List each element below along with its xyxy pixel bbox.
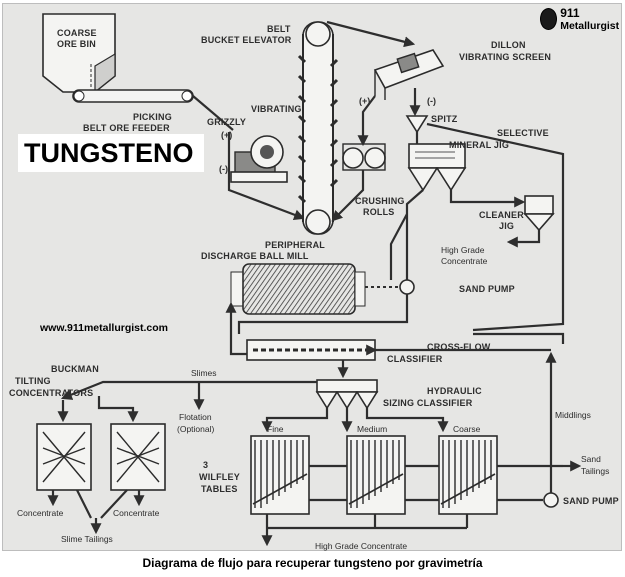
spitz-cone [405, 115, 429, 134]
flotation-label-1: Flotation [179, 412, 212, 422]
website-link[interactable]: www.911metallurgist.com [40, 322, 168, 334]
buckman-label-3: CONCENTRATORS [9, 388, 93, 398]
selective-mineral-jig [407, 143, 467, 192]
flotation-label-2: (Optional) [177, 424, 214, 434]
wilfley-table-coarse [438, 435, 498, 515]
dillon-label-2: VIBRATING SCREEN [459, 52, 551, 62]
sand-pump-bottom [543, 492, 559, 508]
cross-flow-classifier [246, 339, 376, 361]
dillon-label-1: DILLON [491, 40, 526, 50]
picking-label-1: PICKING [133, 112, 172, 122]
cleaner-label-2: JIG [499, 221, 514, 231]
tungsten-flowsheet: COARSE ORE BIN PICKING BELT ORE FEEDER G… [9, 13, 619, 551]
bucket-elevator [297, 21, 339, 235]
spitz-label: SPITZ [431, 114, 458, 124]
grizzly-minus: (-) [219, 164, 228, 174]
picking-belt-ore-feeder [72, 89, 194, 103]
peripheral-discharge-ball-mill [230, 263, 366, 315]
buckman-label-2: TILTING [15, 376, 51, 386]
buckman-label-1: BUCKMAN [51, 364, 99, 374]
concentrate-right-label: Concentrate [113, 508, 160, 518]
slime-tailings-label: Slime Tailings [61, 534, 113, 544]
sand-pump-top-label: SAND PUMP [459, 284, 515, 294]
belt-label-2: BUCKET ELEVATOR [201, 35, 292, 45]
overlay-title: TUNGSTENO [18, 134, 204, 172]
hydraulic-label-1: HYDRAULIC [427, 386, 482, 396]
screen-plus: (+) [359, 96, 370, 106]
selective-label-1: SELECTIVE [497, 128, 549, 138]
dillon-vibrating-screen [373, 49, 445, 100]
brand-number: 911 [560, 6, 580, 20]
buckman-concentrator-right [110, 423, 166, 491]
crushing-label-1: CRUSHING [355, 196, 405, 206]
ball-mill-label-2: DISCHARGE BALL MILL [201, 251, 309, 261]
middlings-label: Middlings [555, 410, 591, 420]
wilfley-label-1: 3 [203, 460, 208, 470]
wilfley-table-medium [346, 435, 406, 515]
brand-text: 911 Metallurgist [560, 6, 622, 32]
flowsheet-frame: COARSE ORE BIN PICKING BELT ORE FEEDER G… [2, 3, 622, 551]
grizzly-crusher [192, 95, 288, 183]
ball-mill-label-1: PERIPHERAL [265, 240, 325, 250]
sand-pump-bottom-label: SAND PUMP [563, 496, 619, 506]
coarse-ore-bin-label-2: ORE BIN [57, 39, 96, 49]
brand-globe-icon [540, 8, 558, 30]
figure-caption: Diagrama de flujo para recuperar tungste… [142, 556, 483, 570]
sand-tailings-label-2: Tailings [581, 466, 609, 476]
crushing-label-2: ROLLS [363, 207, 395, 217]
sand-pump-top [399, 279, 415, 295]
wilfley-label-2: WILFLEY [199, 472, 240, 482]
coarse-ore-bin-label-1: COARSE [57, 28, 97, 38]
grizzly-label: GRIZZLY [207, 117, 246, 127]
high-grade-label-1: High Grade [441, 245, 485, 255]
hydraulic-sizing-classifier [315, 379, 379, 410]
buckman-concentrator-left [36, 423, 92, 491]
medium-label: Medium [357, 424, 387, 434]
crushing-rolls [342, 143, 386, 171]
cross-flow-label-2: CLASSIFIER [387, 354, 443, 364]
cleaner-label-1: CLEANER [479, 210, 524, 220]
grizzly-plus: (+) [221, 130, 232, 140]
fine-label: Fine [267, 424, 284, 434]
brand-logo: 911 Metallurgist [540, 6, 622, 32]
cleaner-jig [523, 195, 555, 232]
brand-name: Metallurgist [560, 20, 620, 32]
slimes-label: Slimes [191, 368, 217, 378]
coarse-ore-bin [42, 13, 116, 94]
concentrate-left-label: Concentrate [17, 508, 64, 518]
wilfley-label-3: TABLES [201, 484, 238, 494]
selective-label-2: MINERAL JIG [449, 140, 509, 150]
belt-label-1: BELT [267, 24, 291, 34]
sand-tailings-label-1: Sand [581, 454, 601, 464]
picking-label-2: BELT ORE FEEDER [83, 123, 170, 133]
hydraulic-label-2: SIZING CLASSIFIER [383, 398, 473, 408]
cross-flow-label-1: CROSS-FLOW [427, 342, 491, 352]
vibrating-label: VIBRATING [251, 104, 302, 114]
high-grade-label-2: Concentrate [441, 256, 488, 266]
high-grade-bottom-label: High Grade Concentrate [315, 541, 407, 551]
wilfley-table-fine [250, 435, 310, 515]
screen-minus: (-) [427, 96, 436, 106]
coarse-label: Coarse [453, 424, 481, 434]
